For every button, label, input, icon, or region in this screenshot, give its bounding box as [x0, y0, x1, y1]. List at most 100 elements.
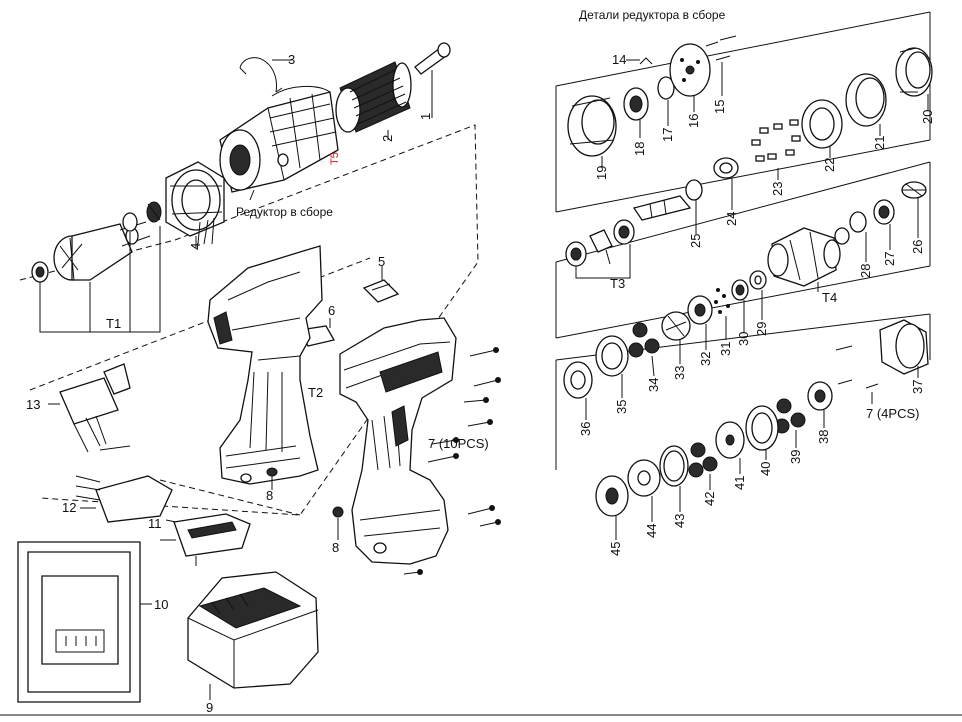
charger-part-10 — [17, 541, 152, 703]
row-divider-lines — [555, 11, 931, 361]
label-29: 29 — [754, 322, 769, 336]
planetary-gears-34 — [628, 322, 660, 377]
clip-part-3 — [239, 57, 284, 93]
gearbox-assembly-label: Редуктор в сборе — [236, 205, 333, 219]
cable-block-part-12 — [75, 475, 173, 523]
label-39: 39 — [788, 450, 803, 464]
label-8-right: 8 — [332, 540, 339, 555]
bearing-27 — [873, 199, 895, 250]
switch-part-13 — [48, 363, 131, 453]
terminal-board-part-11 — [160, 513, 251, 566]
washer-36 — [563, 361, 593, 420]
lock-plate-t3 — [589, 229, 613, 265]
pin-14 — [626, 57, 653, 65]
label-22: 22 — [822, 158, 837, 172]
ring-20 — [895, 47, 933, 110]
label-24: 24 — [724, 212, 739, 226]
carrier-33 — [661, 311, 691, 364]
label-6: 6 — [328, 303, 335, 318]
washer-17 — [657, 76, 675, 126]
label-27: 27 — [882, 252, 897, 266]
gear-housing-t4 — [767, 227, 841, 292]
label-40: 40 — [758, 462, 773, 476]
label-26: 26 — [910, 240, 925, 254]
label-23: 23 — [770, 182, 785, 196]
label-16: 16 — [686, 114, 701, 128]
screws-part-7 — [403, 347, 501, 575]
screw-part-1 — [414, 42, 451, 118]
bearing-t3-2 — [613, 219, 635, 245]
label-41: 41 — [732, 476, 747, 490]
gearbox-details-title: Детали редуктора в сборе — [579, 8, 726, 22]
screws-15 — [705, 35, 737, 96]
label-30: 30 — [736, 332, 751, 346]
label-18: 18 — [632, 142, 647, 156]
gearbox-assembly-t5 — [219, 85, 339, 201]
label-14: 14 — [612, 52, 626, 67]
planetary-gears-39 — [774, 398, 806, 448]
label-34: 34 — [646, 378, 661, 392]
label-t1: T1 — [106, 316, 121, 331]
ring-30 — [731, 279, 749, 332]
washer-t4-small — [834, 227, 850, 245]
label-25: 25 — [688, 234, 703, 248]
bearing-left — [31, 261, 49, 283]
housing-37 — [879, 319, 929, 378]
washer-28 — [849, 211, 867, 262]
nut-part-8 — [266, 467, 344, 540]
label-t2: T2 — [308, 385, 323, 400]
label-4: 4 — [188, 243, 203, 250]
t1-bracket — [39, 226, 161, 333]
screws-7-right — [835, 345, 879, 404]
balls-31 — [714, 288, 730, 340]
label-33: 33 — [672, 366, 687, 380]
bearing-18 — [623, 87, 649, 138]
label-3: 3 — [288, 52, 295, 67]
label-9: 9 — [206, 700, 213, 715]
washer-small — [122, 212, 138, 232]
planetary-gears-42 — [688, 442, 718, 490]
housing-left-half — [207, 245, 323, 485]
washer-29 — [749, 270, 767, 320]
label-45: 45 — [608, 542, 623, 556]
motor-armature — [53, 221, 151, 281]
label-32: 32 — [698, 352, 713, 366]
pinion-gear — [146, 201, 162, 223]
pins-23 — [751, 119, 801, 180]
label-19: 19 — [594, 166, 609, 180]
part-5 — [362, 266, 400, 303]
label-44: 44 — [644, 524, 659, 538]
label-17: 17 — [660, 128, 675, 142]
label-11: 11 — [148, 516, 162, 531]
housing-right-half — [339, 317, 457, 565]
label-37: 37 — [910, 380, 925, 394]
brush-holder-part-4 — [165, 161, 225, 248]
washer-24 — [713, 157, 739, 210]
washer-44 — [627, 459, 661, 522]
label-t4: T4 — [822, 290, 837, 305]
label-2: 2 — [380, 135, 395, 142]
label-36: 36 — [578, 422, 593, 436]
t3-bracket — [575, 244, 631, 279]
label-38: 38 — [816, 430, 831, 444]
label-8-left: 8 — [266, 488, 273, 503]
ring-gear-40 — [745, 405, 779, 460]
ring-gear-35 — [595, 335, 629, 398]
label-43: 43 — [672, 514, 687, 528]
cover-45 — [595, 475, 629, 540]
ring-gear-housing-19 — [567, 95, 617, 168]
label-10: 10 — [154, 597, 168, 612]
clutch-26 — [901, 181, 927, 238]
carrier-41 — [715, 421, 745, 474]
group-outline-motor-gearbox — [19, 124, 479, 516]
label-42: 42 — [702, 492, 717, 506]
label-1: 1 — [418, 113, 433, 120]
spindle-25 — [632, 179, 703, 234]
label-7-4pcs: 7 (4PCS) — [866, 406, 919, 421]
label-20: 20 — [920, 110, 935, 124]
label-21: 21 — [872, 136, 887, 150]
plate-16 — [669, 43, 711, 112]
label-28: 28 — [858, 264, 873, 278]
label-12: 12 — [62, 500, 76, 515]
